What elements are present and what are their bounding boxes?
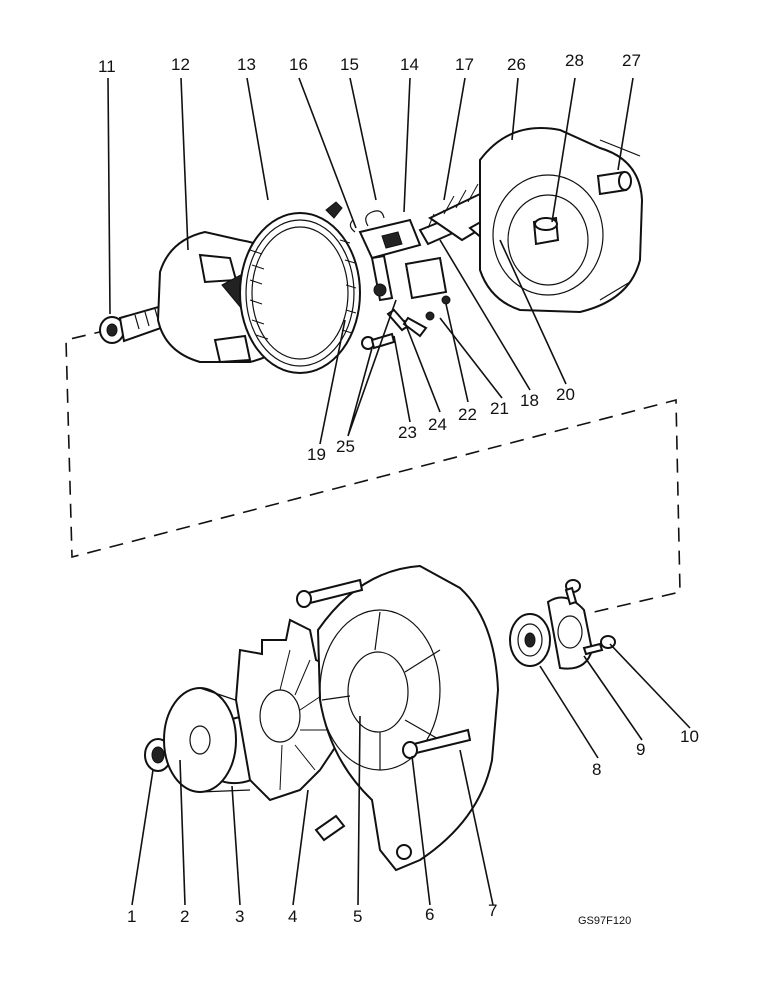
callout-24: 24 — [428, 415, 447, 434]
assembly-path-dashed — [65, 329, 681, 613]
callout-13: 13 — [237, 55, 256, 74]
callout-6: 6 — [425, 905, 434, 924]
callout-labels: 11 12 13 16 15 14 17 26 28 27 20 18 21 2… — [98, 51, 699, 927]
figure-reference-code: GS97F120 — [578, 915, 631, 927]
bushing — [532, 216, 560, 246]
leader-lines — [107, 77, 691, 906]
callout-15: 15 — [340, 55, 359, 74]
callout-5: 5 — [353, 907, 362, 926]
drive-end-housing — [316, 564, 500, 872]
callout-8: 8 — [592, 760, 601, 779]
callout-28: 28 — [565, 51, 584, 70]
bearing — [509, 613, 551, 667]
callout-20: 20 — [556, 385, 575, 404]
stator — [239, 201, 361, 374]
rear-housing — [479, 127, 644, 314]
callout-12: 12 — [171, 55, 190, 74]
callout-16: 16 — [289, 55, 308, 74]
callout-25: 25 — [336, 437, 355, 456]
callout-27: 27 — [622, 51, 641, 70]
callout-11: 11 — [98, 57, 116, 76]
callout-3: 3 — [235, 907, 244, 926]
callout-21: 21 — [490, 399, 509, 418]
callout-17: 17 — [455, 55, 474, 74]
callout-1: 1 — [127, 907, 136, 926]
callout-4: 4 — [288, 907, 297, 926]
callout-2: 2 — [180, 907, 189, 926]
callout-14: 14 — [400, 55, 419, 74]
callout-9: 9 — [636, 740, 645, 759]
callout-26: 26 — [507, 55, 526, 74]
callout-7: 7 — [488, 901, 497, 920]
callout-18: 18 — [520, 391, 539, 410]
callout-19: 19 — [307, 445, 326, 464]
small-screws — [361, 308, 428, 350]
retainer-screws — [564, 579, 616, 656]
housing-stud — [596, 170, 632, 196]
callout-10: 10 — [680, 727, 699, 746]
callout-23: 23 — [398, 423, 417, 442]
callout-22: 22 — [458, 405, 477, 424]
through-bolts — [296, 578, 472, 759]
